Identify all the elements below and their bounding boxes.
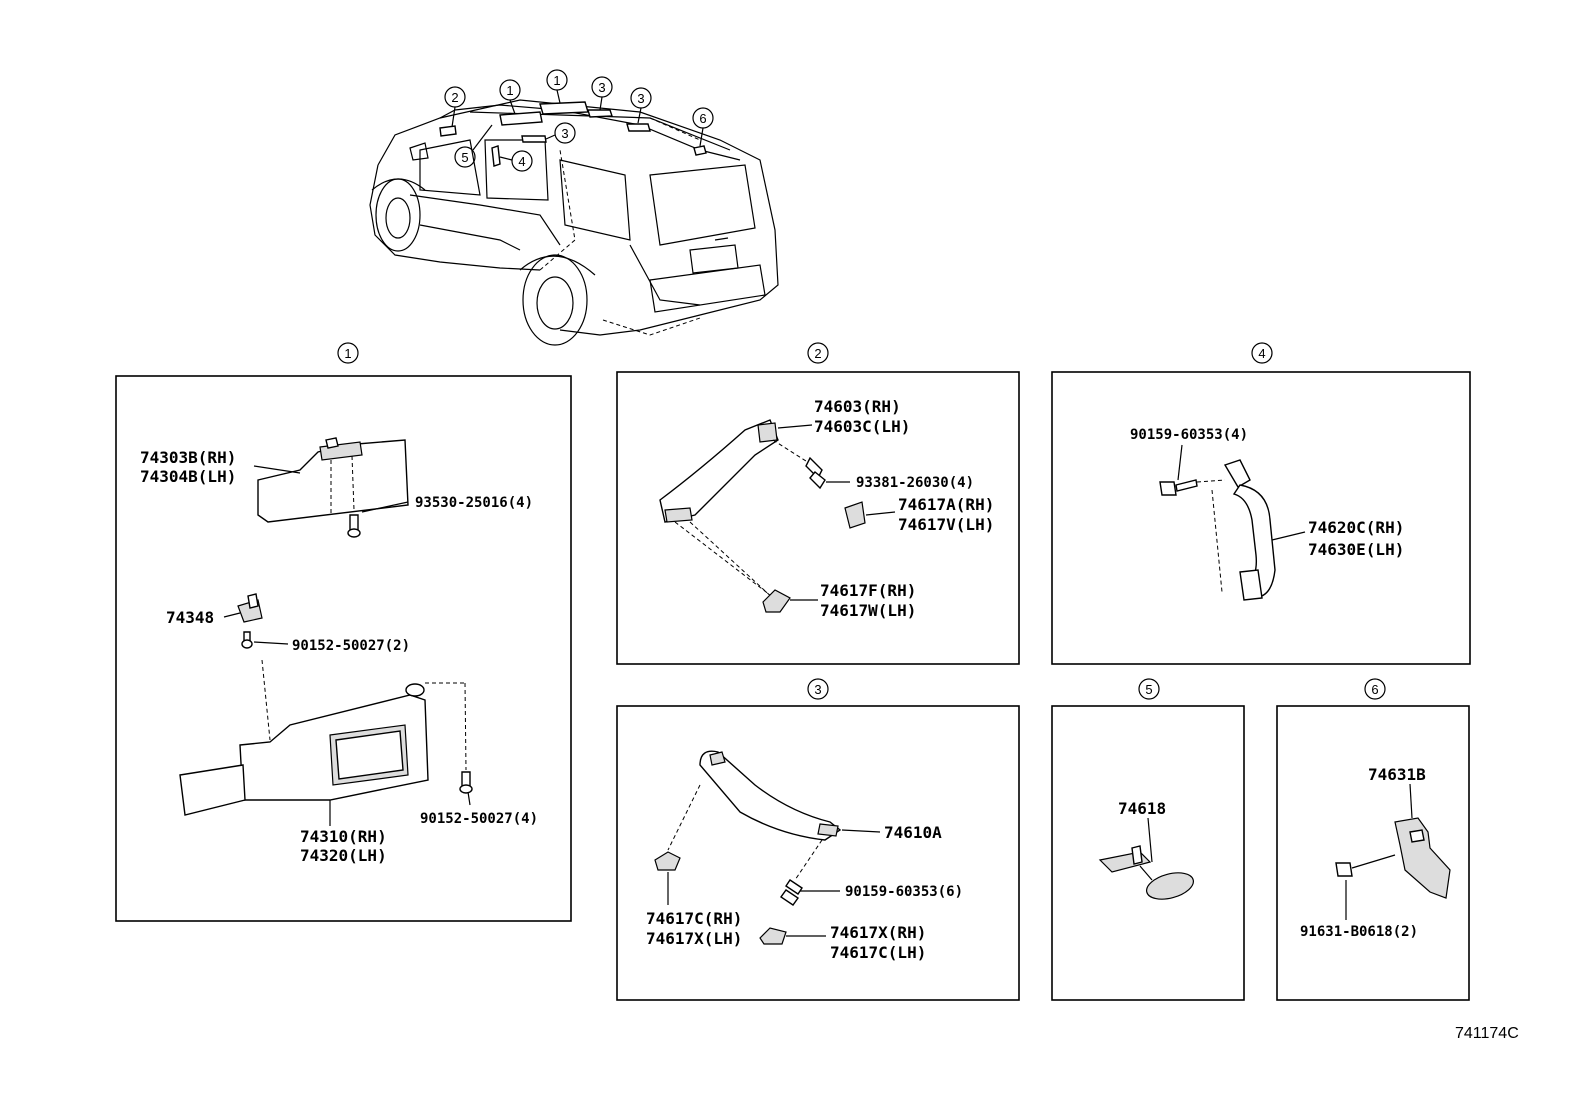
section-2-callout: 2 xyxy=(814,346,821,361)
label-74617V: 74617V(LH) xyxy=(898,515,994,534)
label-74617X-lh: 74617X(LH) xyxy=(646,929,742,948)
label-74617A: 74617A(RH) xyxy=(898,495,994,514)
label-74610A: 74610A xyxy=(884,823,942,842)
svg-text:3: 3 xyxy=(598,80,605,95)
svg-text:1: 1 xyxy=(553,73,560,88)
car-callout-3a: 3 xyxy=(591,76,613,111)
section-5-callout: 5 xyxy=(1145,682,1152,697)
label-74630E: 74630E(LH) xyxy=(1308,540,1404,559)
vehicle-callouts: 2 1 1 3 3 3 5 4 6 xyxy=(444,69,714,172)
car-callout-1b: 1 xyxy=(546,69,568,104)
car-callout-1a: 1 xyxy=(499,79,521,115)
label-91631-B0618: 91631-B0618(2) xyxy=(1300,924,1418,940)
label-74618: 74618 xyxy=(1118,799,1166,818)
section-1-callout: 1 xyxy=(344,346,351,361)
figure-id: 741174C xyxy=(1455,1025,1519,1042)
section-3-callout: 3 xyxy=(814,682,821,697)
label-74304B: 74304B(LH) xyxy=(140,467,236,486)
car-callout-5: 5 xyxy=(454,124,493,168)
svg-text:3: 3 xyxy=(637,91,644,106)
label-74620C: 74620C(RH) xyxy=(1308,518,1404,537)
vehicle-overview xyxy=(369,99,779,346)
section-2-assist-grip: 2 74603(RH) 74603C(LH) 93381-26030(4) 74… xyxy=(616,342,1020,665)
svg-text:2: 2 xyxy=(451,90,458,105)
car-callout-6: 6 xyxy=(692,107,714,147)
svg-text:6: 6 xyxy=(699,111,706,126)
svg-text:1: 1 xyxy=(506,83,513,98)
section-4-assist-grip: 4 90159-60353(4) 74620C(RH) 74630E(LH) xyxy=(1051,342,1471,665)
section-6-callout: 6 xyxy=(1371,682,1378,697)
section-3-assist-grip: 3 74617C(RH) 74617X(LH) 90159-60353(6) 7… xyxy=(616,678,1020,1001)
label-90152-50027-2: 90152-50027(2) xyxy=(292,638,410,654)
label-74617W: 74617W(LH) xyxy=(820,601,916,620)
car-callout-3b: 3 xyxy=(630,87,652,124)
label-74603C: 74603C(LH) xyxy=(814,417,910,436)
svg-text:3: 3 xyxy=(561,126,568,141)
label-93530-25016: 93530-25016(4) xyxy=(415,495,533,511)
section-5-clip: 5 74618 xyxy=(1051,678,1245,1001)
svg-text:5: 5 xyxy=(461,150,468,165)
label-74603: 74603(RH) xyxy=(814,397,901,416)
label-93381-26030: 93381-26030(4) xyxy=(856,475,974,491)
label-74617C-lh: 74617C(LH) xyxy=(830,943,926,962)
label-90159-60353-6: 90159-60353(6) xyxy=(845,884,963,900)
label-74617F: 74617F(RH) xyxy=(820,581,916,600)
label-74310: 74310(RH) xyxy=(300,827,387,846)
label-90152-50027-4: 90152-50027(4) xyxy=(420,811,538,827)
section-6-bracket: 6 74631B 91631-B0618(2) xyxy=(1276,678,1470,1001)
section-1-sun-visors: 1 74303B(RH) 74304B(LH) 93530-25016(4) 7… xyxy=(115,342,572,922)
label-74348: 74348 xyxy=(166,608,214,627)
car-callout-4: 4 xyxy=(499,150,533,172)
label-74617C-rh: 74617C(RH) xyxy=(646,909,742,928)
section-4-callout: 4 xyxy=(1258,346,1265,361)
label-74320: 74320(LH) xyxy=(300,846,387,865)
label-74303B: 74303B(RH) xyxy=(140,448,236,467)
car-callout-3c: 3 xyxy=(545,122,576,144)
label-74631B: 74631B xyxy=(1368,765,1426,784)
label-74617X-rh: 74617X(RH) xyxy=(830,923,926,942)
svg-text:4: 4 xyxy=(518,154,525,169)
car-callout-2: 2 xyxy=(444,86,466,128)
label-90159-60353-4: 90159-60353(4) xyxy=(1130,427,1248,443)
